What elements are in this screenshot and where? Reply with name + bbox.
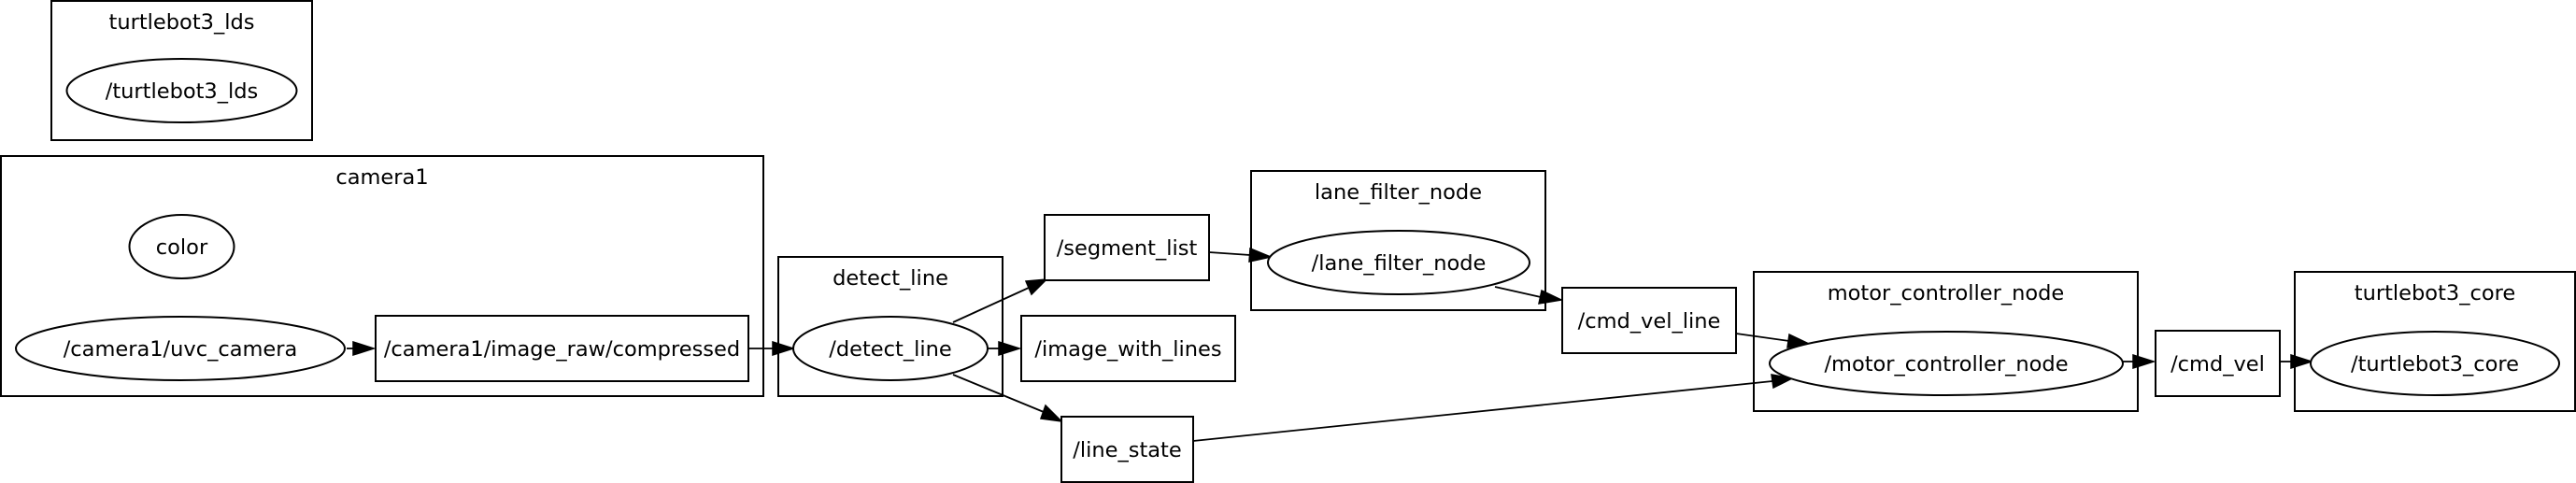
cluster-title: lane_filter_node: [1315, 180, 1482, 205]
topic-cmd-vel-line[interactable]: /cmd_vel_line: [1561, 287, 1737, 354]
edge-line-state-to-motor-controller: [1192, 374, 1795, 442]
node-detect-line[interactable]: /detect_line: [792, 316, 989, 381]
node-label: /detect_line: [829, 337, 951, 362]
topic-label: /cmd_vel_line: [1578, 309, 1721, 334]
cluster-turtlebot3-core: turtlebot3_core: [2294, 271, 2576, 412]
topic-label: /segment_list: [1057, 236, 1198, 261]
node-motor-controller[interactable]: /motor_controller_node: [1769, 331, 2124, 396]
cluster-title: turtlebot3_core: [2355, 281, 2515, 305]
topic-image-raw-compressed[interactable]: /camera1/image_raw/compressed: [375, 315, 749, 382]
node-label: /lane_filter_node: [1312, 251, 1487, 276]
cluster-border: [2294, 271, 2576, 412]
cluster-border: [50, 0, 313, 141]
edge-detect-line-to-image-with-lines: [988, 340, 1022, 357]
edge-image-raw-to-detect-line: [748, 340, 796, 357]
node-label: /turtlebot3_core: [2351, 352, 2519, 376]
node-uvc-camera[interactable]: /camera1/uvc_camera: [15, 316, 346, 381]
cluster-title: turtlebot3_lds: [109, 10, 255, 35]
cluster-turtlebot3-lds: turtlebot3_lds: [50, 0, 313, 141]
edge-lane-filter-to-cmd-vel-line: [1494, 286, 1564, 305]
node-label: /turtlebot3_lds: [106, 79, 259, 104]
node-label: /camera1/uvc_camera: [64, 337, 298, 362]
node-lane-filter[interactable]: /lane_filter_node: [1267, 230, 1530, 295]
cluster-motor-controller-node: motor_controller_node: [1753, 271, 2139, 412]
topic-label: /camera1/image_raw/compressed: [384, 337, 740, 362]
topic-image-with-lines[interactable]: /image_with_lines: [1020, 315, 1236, 382]
edge-uvc-camera-to-image-raw: [347, 340, 377, 357]
cluster-title: camera1: [335, 165, 428, 190]
edge-cmd-vel-to-turtlebot3-core: [2280, 353, 2314, 370]
cluster-border: [1753, 271, 2139, 412]
topic-segment-list[interactable]: /segment_list: [1044, 214, 1210, 281]
topic-label: /image_with_lines: [1034, 337, 1221, 362]
cluster-title: motor_controller_node: [1828, 281, 2065, 305]
edge-motor-controller-to-cmd-vel: [2123, 353, 2156, 370]
node-label: /motor_controller_node: [1824, 352, 2068, 376]
edge-segment-list-to-lane-filter: [1208, 247, 1274, 263]
node-turtlebot3-lds[interactable]: /turtlebot3_lds: [65, 58, 298, 123]
edge-detect-line-to-line-state: [952, 374, 1064, 423]
edge-detect-line-to-segment-list: [952, 278, 1048, 323]
cluster-title: detect_line: [833, 266, 948, 291]
cluster-camera1: camera1: [0, 155, 764, 397]
edges: [347, 247, 2314, 442]
node-turtlebot3-core[interactable]: /turtlebot3_core: [2310, 331, 2560, 396]
cluster-border: [0, 155, 764, 397]
node-label: color: [156, 235, 208, 260]
cluster-border: [1250, 170, 1546, 311]
cluster-border: [777, 256, 1003, 397]
node-color[interactable]: color: [128, 214, 235, 279]
cluster-lane-filter-node: lane_filter_node: [1250, 170, 1546, 311]
topic-cmd-vel[interactable]: /cmd_vel: [2155, 330, 2281, 397]
topic-label: /cmd_vel: [2170, 352, 2265, 376]
topic-label: /line_state: [1073, 438, 1181, 462]
topic-line-state[interactable]: /line_state: [1060, 416, 1194, 483]
cluster-detect-line: detect_line: [777, 256, 1003, 397]
